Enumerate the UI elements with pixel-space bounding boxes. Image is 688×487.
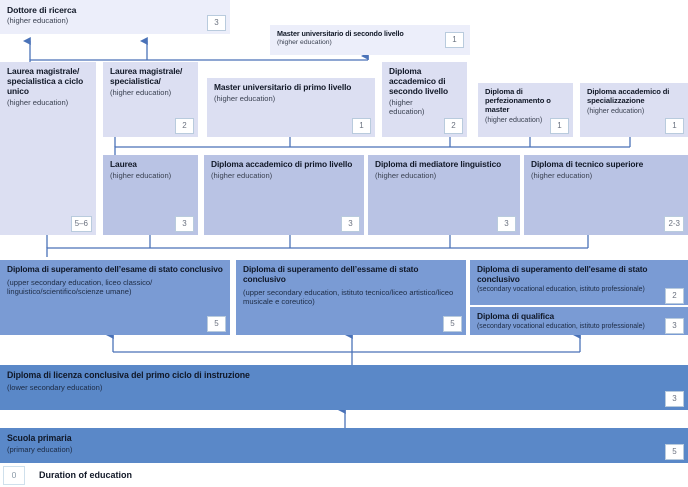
duration-badge: 2: [444, 118, 463, 134]
box-dottore-di-ricerca[interactable]: Dottore di ricerca (higher education) 3: [0, 0, 230, 34]
box-diploma-accademico-specializzazione[interactable]: Diploma accademico di specializzazione (…: [580, 83, 688, 137]
duration-badge: 5: [665, 444, 684, 460]
duration-badge: 3: [207, 15, 226, 31]
duration-badge: 3: [665, 391, 684, 407]
box-scuola-primaria[interactable]: Scuola primaria (primary education) 5: [0, 428, 688, 463]
duration-badge: 2-3: [664, 216, 684, 232]
duration-badge: 2: [665, 288, 684, 304]
box-esame-stato-professionale[interactable]: Diploma di superamento dell'esame di sta…: [470, 260, 688, 305]
box-title: Diploma di qualifica: [477, 311, 555, 321]
box-title: Diploma accademico di secondo livello: [389, 66, 449, 96]
box-diploma-tecnico-superiore[interactable]: Diploma di tecnico superiore (higher edu…: [524, 155, 688, 235]
box-master-universitario-secondo-livello[interactable]: Master universitario di secondo livello …: [270, 25, 470, 55]
legend-label: Duration of education: [39, 470, 132, 480]
duration-badge: 1: [352, 118, 371, 134]
box-subtitle: (lower secondary education): [7, 383, 103, 393]
box-title: Diploma di mediatore linguistico: [375, 159, 502, 169]
legend-duration-chip: 0: [3, 465, 25, 485]
duration-badge: 3: [341, 216, 360, 232]
legend: 0 Duration of education: [0, 463, 688, 487]
box-licenza-primo-ciclo[interactable]: Diploma di licenza conclusiva del primo …: [0, 365, 688, 410]
box-subtitle: (higher education): [110, 87, 172, 97]
box-esame-stato-istituto-tecnico[interactable]: Diploma di superamento dell’essame di st…: [236, 260, 466, 335]
duration-badge: 5: [443, 316, 462, 332]
box-title: Laurea magistrale/ specialistica a ciclo…: [7, 66, 84, 96]
box-esame-stato-liceo[interactable]: Diploma di superamento dell’esame di sta…: [0, 260, 230, 335]
box-subtitle: (secondary vocational education, istitut…: [477, 285, 645, 293]
box-subtitle: (higher education): [214, 93, 276, 103]
box-subtitle: (higher education): [7, 97, 69, 107]
duration-badge: 1: [665, 118, 684, 134]
box-title: Laurea magistrale/ specialistica/: [110, 66, 183, 86]
duration-badge: 3: [665, 318, 684, 334]
box-diploma-mediatore-linguistico[interactable]: Diploma di mediatore linguistico (higher…: [368, 155, 520, 235]
box-diploma-perfezionamento-master[interactable]: Diploma di perfezionamento o master (hig…: [478, 83, 573, 137]
box-master-universitario-primo-livello[interactable]: Master universitario di primo livello (h…: [207, 78, 375, 137]
box-subtitle: (higher education): [277, 39, 332, 47]
duration-badge: 3: [175, 216, 194, 232]
box-title: Diploma accademico di specializzazione: [587, 87, 670, 105]
box-subtitle: (secondary vocational education, istitut…: [477, 322, 645, 330]
box-title: Master universitario di secondo livello: [277, 29, 404, 38]
box-laurea-magistrale-specialistica[interactable]: Laurea magistrale/ specialistica/ (highe…: [103, 62, 198, 137]
box-subtitle: (higher education): [587, 106, 645, 115]
box-title: Diploma di superamento dell'esame di sta…: [477, 264, 648, 284]
box-title: Scuola primaria: [7, 433, 72, 443]
box-diploma-accademico-primo-livello[interactable]: Diploma accademico di primo livello (hig…: [204, 155, 364, 235]
box-title: Diploma accademico di primo livello: [211, 159, 353, 169]
duration-badge: 3: [497, 216, 516, 232]
box-subtitle: (higher education): [531, 170, 593, 180]
box-subtitle: (higher education): [375, 170, 437, 180]
box-title: Laurea: [110, 159, 137, 169]
box-diploma-accademico-secondo-livello[interactable]: Diploma accademico di secondo livello (h…: [382, 62, 467, 137]
box-title: Master universitario di primo livello: [214, 82, 352, 92]
duration-badge: 2: [175, 118, 194, 134]
box-laurea[interactable]: Laurea (higher education) 3: [103, 155, 198, 235]
duration-badge: 1: [445, 32, 464, 48]
duration-badge: 5: [207, 316, 226, 332]
duration-badge: 5–6: [70, 216, 92, 232]
box-subtitle: (higher education): [485, 115, 543, 124]
box-title: Diploma di perfezionamento o master: [485, 87, 551, 114]
box-subtitle: (higher education): [389, 97, 425, 116]
box-laurea-magistrale-ciclo-unico[interactable]: Laurea magistrale/ specialistica a ciclo…: [0, 62, 96, 235]
box-title: Dottore di ricerca: [7, 5, 77, 15]
box-subtitle: (higher education): [7, 16, 69, 26]
box-subtitle: (primary education): [7, 445, 73, 455]
duration-badge: 1: [550, 118, 569, 134]
box-title: Diploma di superamento dell’essame di st…: [243, 264, 419, 284]
box-subtitle: (upper secondary education, liceo classi…: [7, 277, 153, 297]
box-diploma-di-qualifica[interactable]: Diploma di qualifica (secondary vocation…: [470, 307, 688, 335]
box-title: Diploma di tecnico superiore: [531, 159, 644, 169]
box-subtitle: (higher education): [110, 170, 172, 180]
box-title: Diploma di licenza conclusiva del primo …: [7, 370, 250, 380]
box-title: Diploma di superamento dell’esame di sta…: [7, 264, 223, 274]
box-subtitle: (higher education): [211, 170, 273, 180]
box-subtitle: (upper secondary education, istituto tec…: [243, 287, 454, 306]
